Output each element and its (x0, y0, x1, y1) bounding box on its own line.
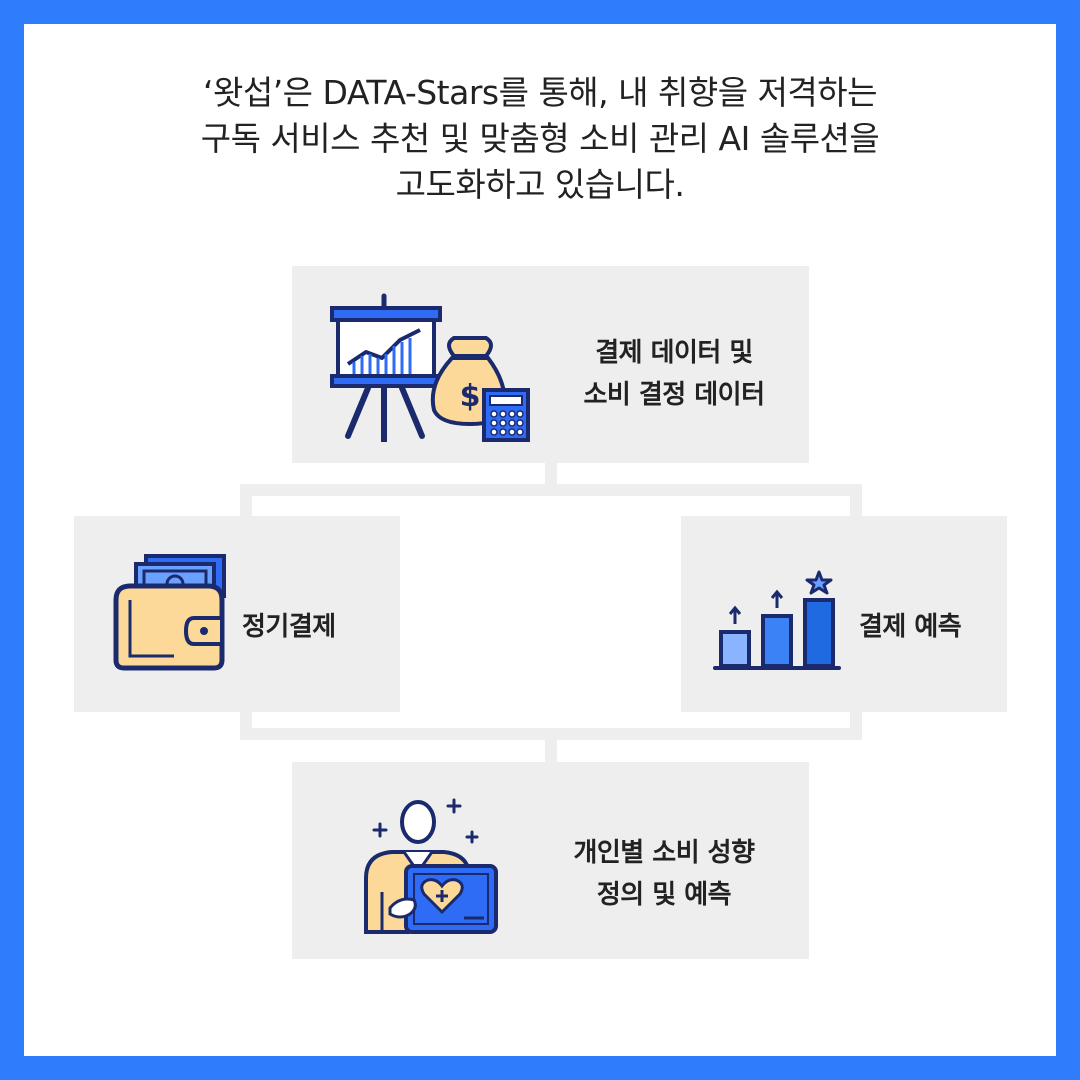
node-spending-tendency-line-2: 정의 및 예측 (596, 880, 732, 910)
presentation-chart-moneybag-calculator-icon: $ (330, 293, 530, 442)
connector-left-upper (240, 484, 252, 518)
wallet-cash-icon (113, 554, 226, 671)
person-heart-card-icon (364, 798, 498, 934)
node-payment-forecast: 결제 예측 (681, 516, 1007, 712)
headline-line-2: 구독 서비스 추천 및 맞춤형 소비 관리 AI 솔루션을 (200, 119, 880, 158)
connector-upper-bar (240, 484, 862, 496)
svg-text:$: $ (460, 379, 481, 414)
headline-line-3: 고도화하고 있습니다. (395, 165, 685, 204)
headline: ‘왓섭’은 DATA-Stars를 통해, 내 취향을 저격하는 구독 서비스 … (0, 70, 1080, 208)
connector-right-upper (850, 484, 862, 518)
connector-bottom-stem (545, 728, 557, 764)
bar-growth-star-icon (713, 570, 841, 670)
node-payment-data-label: 결제 데이터 및 소비 결정 데이터 (554, 332, 794, 416)
node-spending-tendency: 개인별 소비 성향 정의 및 예측 (292, 762, 809, 959)
node-recurring-payment-label: 정기결제 (242, 612, 336, 642)
node-payment-data-line-1: 결제 데이터 및 (595, 338, 753, 368)
node-payment-data-line-2: 소비 결정 데이터 (583, 380, 765, 410)
node-payment-forecast-label: 결제 예측 (859, 612, 962, 642)
headline-line-1: ‘왓섭’은 DATA-Stars를 통해, 내 취향을 저격하는 (202, 73, 878, 112)
connector-top-stem (545, 462, 557, 490)
node-recurring-payment: 정기결제 (74, 516, 400, 712)
node-spending-tendency-line-1: 개인별 소비 성향 (573, 838, 755, 868)
node-payment-data: $ 결제 데이터 및 소비 결정 데이터 (292, 266, 809, 463)
node-spending-tendency-label: 개인별 소비 성향 정의 및 예측 (544, 832, 784, 916)
